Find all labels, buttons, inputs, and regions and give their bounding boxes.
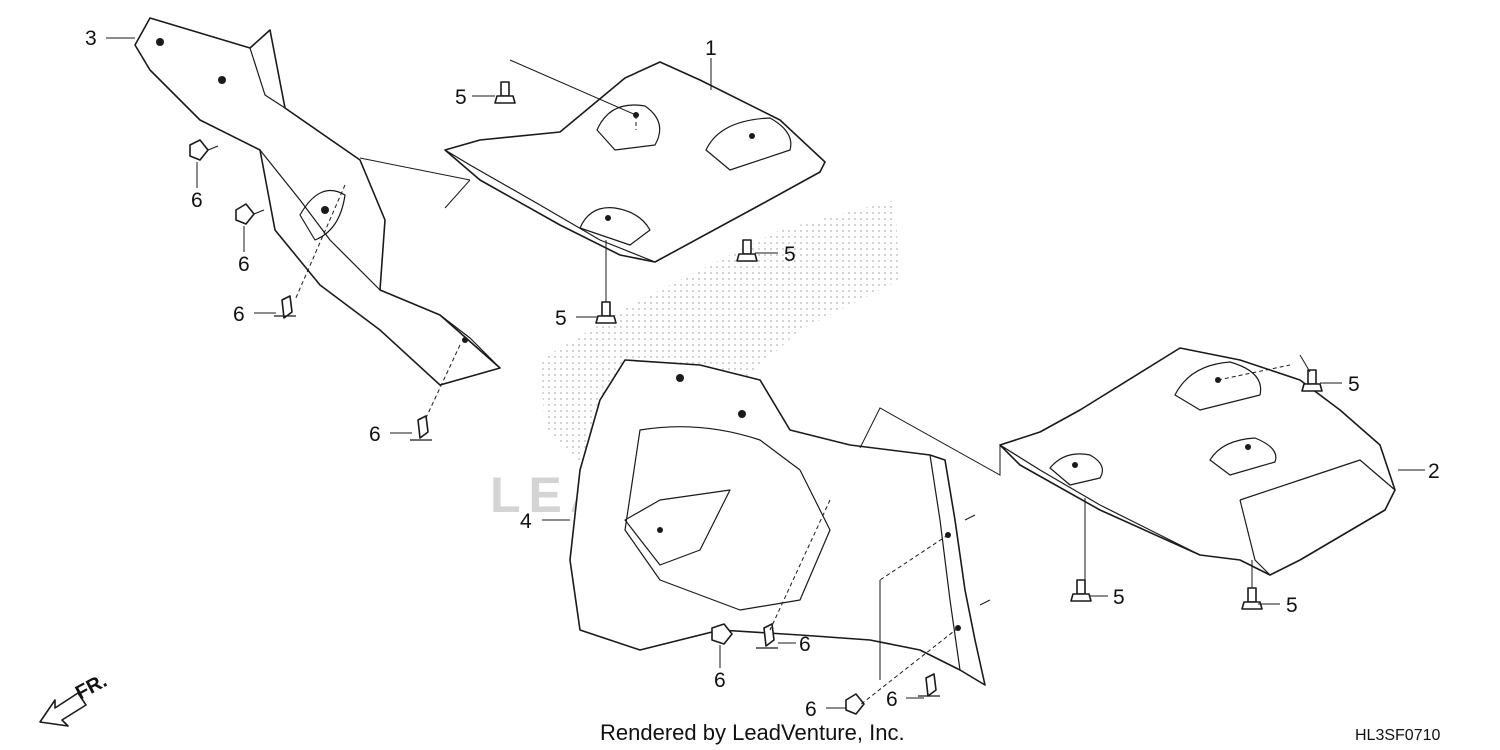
callout-1: 1 xyxy=(705,37,717,60)
front-direction-indicator: FR. xyxy=(39,670,111,727)
clip-icon xyxy=(918,673,940,697)
callout-5e: 5 xyxy=(1113,586,1125,609)
fastener-bolts xyxy=(494,81,1323,610)
callout-5c: 5 xyxy=(555,307,567,330)
callout-6g: 6 xyxy=(805,698,817,721)
bolt-icon xyxy=(736,239,758,262)
callout-5f: 5 xyxy=(1286,594,1298,617)
callout-2: 2 xyxy=(1428,460,1440,483)
leader-lines xyxy=(106,37,1425,709)
arrow-icon xyxy=(39,692,87,727)
clip-icon xyxy=(235,203,265,225)
callout-6a: 6 xyxy=(191,189,203,212)
clip-icon xyxy=(410,415,432,441)
clip-icon xyxy=(711,623,733,645)
callout-labels: 1 2 3 4 5 5 5 5 5 5 6 6 6 6 6 6 6 6 xyxy=(85,27,1440,721)
fastener-clips xyxy=(189,139,940,715)
bolt-icon xyxy=(1301,369,1323,392)
callout-4: 4 xyxy=(520,510,532,533)
bolt-icon xyxy=(1070,579,1092,602)
callout-5d: 5 xyxy=(1348,373,1360,396)
clip-icon xyxy=(189,139,219,161)
bolt-icon xyxy=(1241,587,1263,610)
callout-6e: 6 xyxy=(714,669,726,692)
callout-6h: 6 xyxy=(886,688,898,711)
clip-icon xyxy=(274,295,296,319)
callout-3: 3 xyxy=(85,27,97,50)
callout-6f: 6 xyxy=(799,633,811,656)
render-credit: Rendered by LeadVenture, Inc. xyxy=(600,720,905,745)
callout-6c: 6 xyxy=(233,303,245,326)
bolt-icon xyxy=(595,301,617,324)
callout-6d: 6 xyxy=(369,423,381,446)
callout-5b: 5 xyxy=(784,243,796,266)
callout-5a: 5 xyxy=(455,86,467,109)
callout-6b: 6 xyxy=(238,253,250,276)
part-1-skid-plate[interactable] xyxy=(444,61,826,263)
bolt-icon xyxy=(494,81,516,104)
diagram-code: HL3SF0710 xyxy=(1355,727,1440,744)
clip-icon xyxy=(756,623,778,649)
part-3-side-cover[interactable] xyxy=(134,17,501,386)
part-4-center-cover[interactable] xyxy=(569,359,986,686)
part-2-skid-plate[interactable] xyxy=(999,347,1396,576)
